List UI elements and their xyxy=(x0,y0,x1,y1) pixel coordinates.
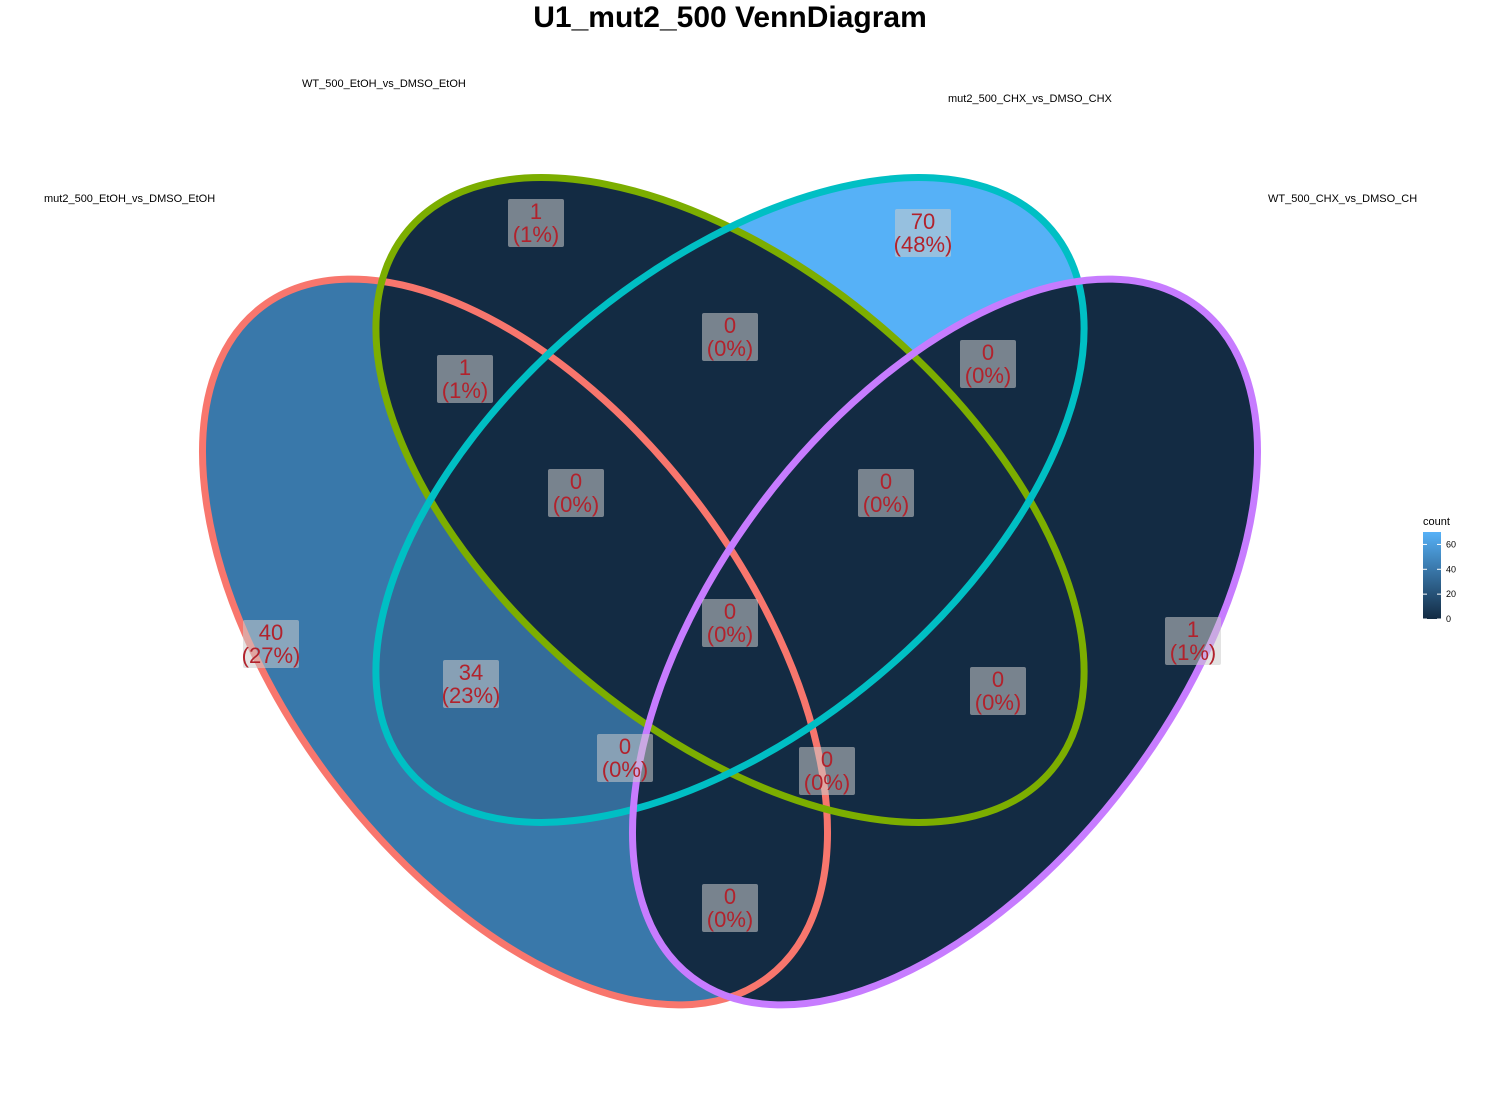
region-percent: (0%) xyxy=(965,363,1011,388)
region-label-box xyxy=(597,734,653,782)
region-label-ad: 0(0%) xyxy=(597,734,653,782)
region-label-ac: 34(23%) xyxy=(442,660,501,708)
diagram-title: U1_mut2_500 VennDiagram xyxy=(533,1,927,34)
region-percent: (1%) xyxy=(1170,640,1216,665)
region-label-box xyxy=(702,313,758,361)
region-label-box xyxy=(799,747,855,795)
region-count: 0 xyxy=(982,340,994,365)
region-count: 0 xyxy=(619,734,631,759)
region-label-box xyxy=(443,660,499,708)
region-percent: (27%) xyxy=(242,643,301,668)
legend-tick-label: 60 xyxy=(1446,539,1456,549)
legend-title: count xyxy=(1423,516,1450,528)
region-label-bcd: 0(0%) xyxy=(970,667,1026,715)
region-percent: (0%) xyxy=(553,492,599,517)
region-label-cd: 0(0%) xyxy=(960,340,1016,388)
region-label-d: 1(1%) xyxy=(1165,617,1221,665)
region-label-box xyxy=(508,199,564,247)
region-label-box xyxy=(895,209,951,257)
region-percent: (23%) xyxy=(442,683,501,708)
region-percent: (0%) xyxy=(707,622,753,647)
legend-colorbar xyxy=(1423,532,1441,619)
region-label-acd: 0(0%) xyxy=(799,747,855,795)
region-label-c: 70(48%) xyxy=(894,209,953,257)
region-count: 40 xyxy=(259,620,283,645)
region-count: 1 xyxy=(530,199,542,224)
region-label-box xyxy=(702,884,758,932)
region-count: 0 xyxy=(570,469,582,494)
region-count: 34 xyxy=(459,660,483,685)
region-count: 0 xyxy=(724,599,736,624)
region-label-abcd: 0(0%) xyxy=(702,599,758,647)
region-percent: (0%) xyxy=(804,770,850,795)
region-label-bd: 0(0%) xyxy=(858,469,914,517)
set-label-mut2-etoh: mut2_500_EtOH_vs_DMSO_EtOH xyxy=(44,193,215,205)
region-label-box xyxy=(1165,617,1221,665)
region-count: 0 xyxy=(992,667,1004,692)
legend-tick-label: 0 xyxy=(1446,614,1451,624)
set-label-wt-chx: WT_500_CHX_vs_DMSO_CH xyxy=(1268,193,1417,205)
region-label-box xyxy=(437,355,493,403)
region-label-box xyxy=(702,599,758,647)
region-percent: (1%) xyxy=(513,222,559,247)
legend-tick-label: 40 xyxy=(1446,564,1456,574)
region-count: 0 xyxy=(724,884,736,909)
legend-tick-label: 20 xyxy=(1446,589,1456,599)
region-percent: (0%) xyxy=(863,492,909,517)
region-label-box xyxy=(548,469,604,517)
set-label-mut2-chx: mut2_500_CHX_vs_DMSO_CHX xyxy=(948,93,1113,105)
region-label-box xyxy=(243,620,299,668)
region-label-ab: 1(1%) xyxy=(437,355,493,403)
region-count: 1 xyxy=(1187,617,1199,642)
region-percent: (0%) xyxy=(602,757,648,782)
region-count: 1 xyxy=(459,355,471,380)
region-percent: (0%) xyxy=(707,907,753,932)
count-legend: count 0 20 40 60 xyxy=(1423,516,1456,624)
region-label-abc: 0(0%) xyxy=(548,469,604,517)
region-count: 0 xyxy=(880,469,892,494)
region-count: 70 xyxy=(911,209,935,234)
region-label-box xyxy=(858,469,914,517)
region-count: 0 xyxy=(821,747,833,772)
region-percent: (48%) xyxy=(894,232,953,257)
region-label-a: 40(27%) xyxy=(242,620,301,668)
set-label-wt-etoh: WT_500_EtOH_vs_DMSO_EtOH xyxy=(302,78,466,90)
legend-ticks: 0 20 40 60 xyxy=(1423,539,1456,624)
region-label-box xyxy=(960,340,1016,388)
region-count: 0 xyxy=(724,313,736,338)
region-label-box xyxy=(970,667,1026,715)
region-percent: (1%) xyxy=(442,378,488,403)
region-percent: (0%) xyxy=(707,336,753,361)
region-label-b: 1(1%) xyxy=(508,199,564,247)
region-percent: (0%) xyxy=(975,690,1021,715)
region-labels: 40(27%)1(1%)70(48%)1(1%)1(1%)34(23%)0(0%… xyxy=(242,199,1221,932)
region-label-bc: 0(0%) xyxy=(702,313,758,361)
region-label-abd: 0(0%) xyxy=(702,884,758,932)
